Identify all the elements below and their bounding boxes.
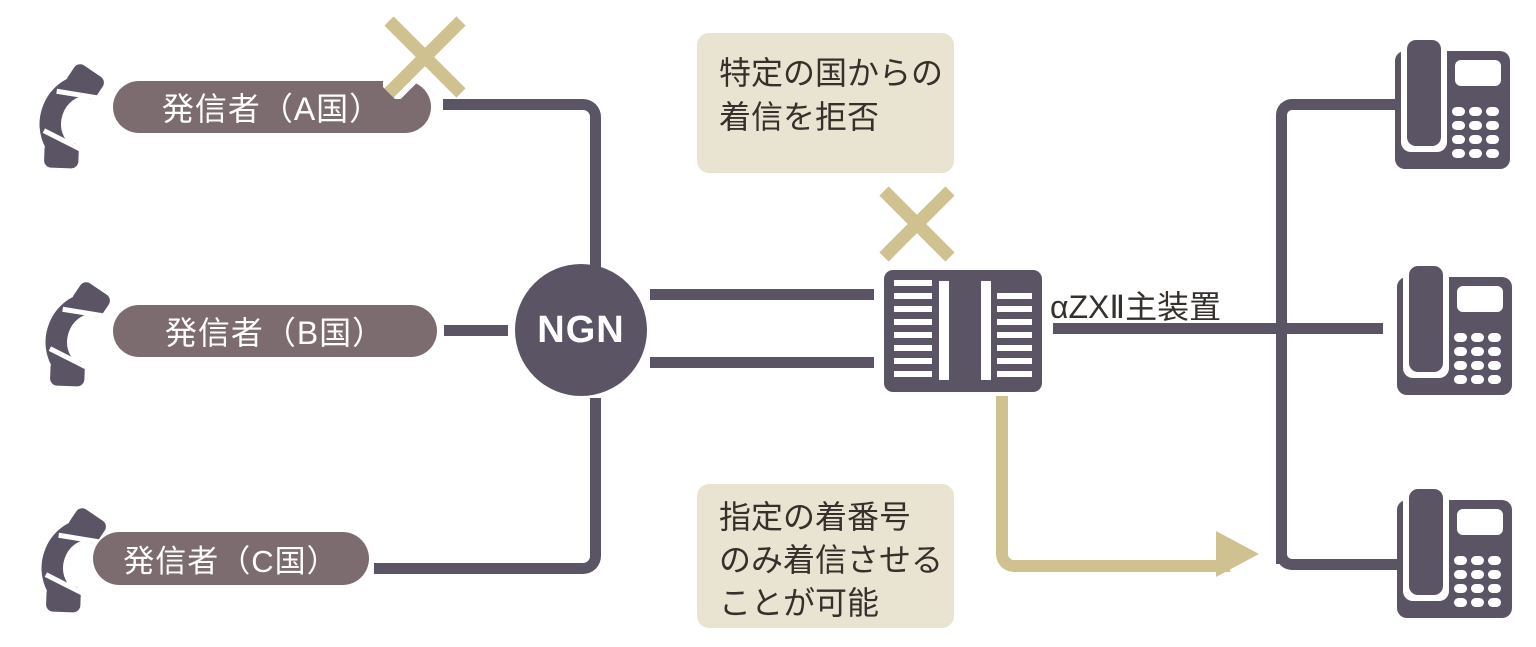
- connector-caller-b: [444, 325, 508, 336]
- blocked-x-icon: [383, 15, 467, 99]
- pbx-label: αZXⅡ主装置: [1050, 289, 1222, 325]
- pbx-device-icon: [884, 270, 1042, 392]
- note-line: 特定の国からの: [719, 55, 944, 91]
- note-allowed-numbers: 指定の着番号 のみ着信させる ことが可能: [697, 484, 954, 628]
- note-reject-foreign: 特定の国からの 着信を拒否: [697, 33, 954, 173]
- ngn-label: NGN: [537, 308, 625, 351]
- connector-pbx-trunk: [1053, 323, 1383, 334]
- caller-b-pill: 発信者（B国）: [113, 305, 437, 357]
- note-line: ことが可能: [719, 585, 880, 621]
- blocked-x-icon: [879, 186, 955, 262]
- note-line: 着信を拒否: [719, 99, 880, 135]
- phone-handset-icon: [41, 508, 106, 613]
- routing-arrow-head-icon: [1216, 531, 1259, 577]
- caller-c-pill: 発信者（C国）: [93, 532, 369, 585]
- desk-phone-icon: [1397, 266, 1512, 395]
- note-line: 指定の着番号: [719, 499, 912, 535]
- caller-a-pill: 発信者（A国）: [113, 81, 431, 133]
- note-line: のみ着信させる: [719, 542, 944, 578]
- connector-caller-c: [374, 398, 601, 574]
- desk-phone-icon: [1395, 40, 1510, 169]
- connector-ngn-pbx-lower: [650, 357, 874, 368]
- trunk-bottom-branch: [1276, 420, 1397, 570]
- caller-c-label: 発信者（C国）: [123, 544, 339, 579]
- desk-phone-icon: [1397, 489, 1512, 618]
- caller-a-label: 発信者（A国）: [161, 91, 383, 127]
- phone-handset-icon: [45, 282, 110, 387]
- phone-handset-icon: [39, 64, 104, 169]
- trunk-top-branch: [1276, 99, 1401, 564]
- connector-ngn-pbx-upper: [650, 289, 874, 300]
- connector-caller-a: [443, 99, 601, 276]
- ngn-node: NGN: [515, 264, 647, 396]
- caller-b-label: 発信者（B国）: [164, 315, 386, 351]
- routing-arrow-line: [996, 396, 1230, 572]
